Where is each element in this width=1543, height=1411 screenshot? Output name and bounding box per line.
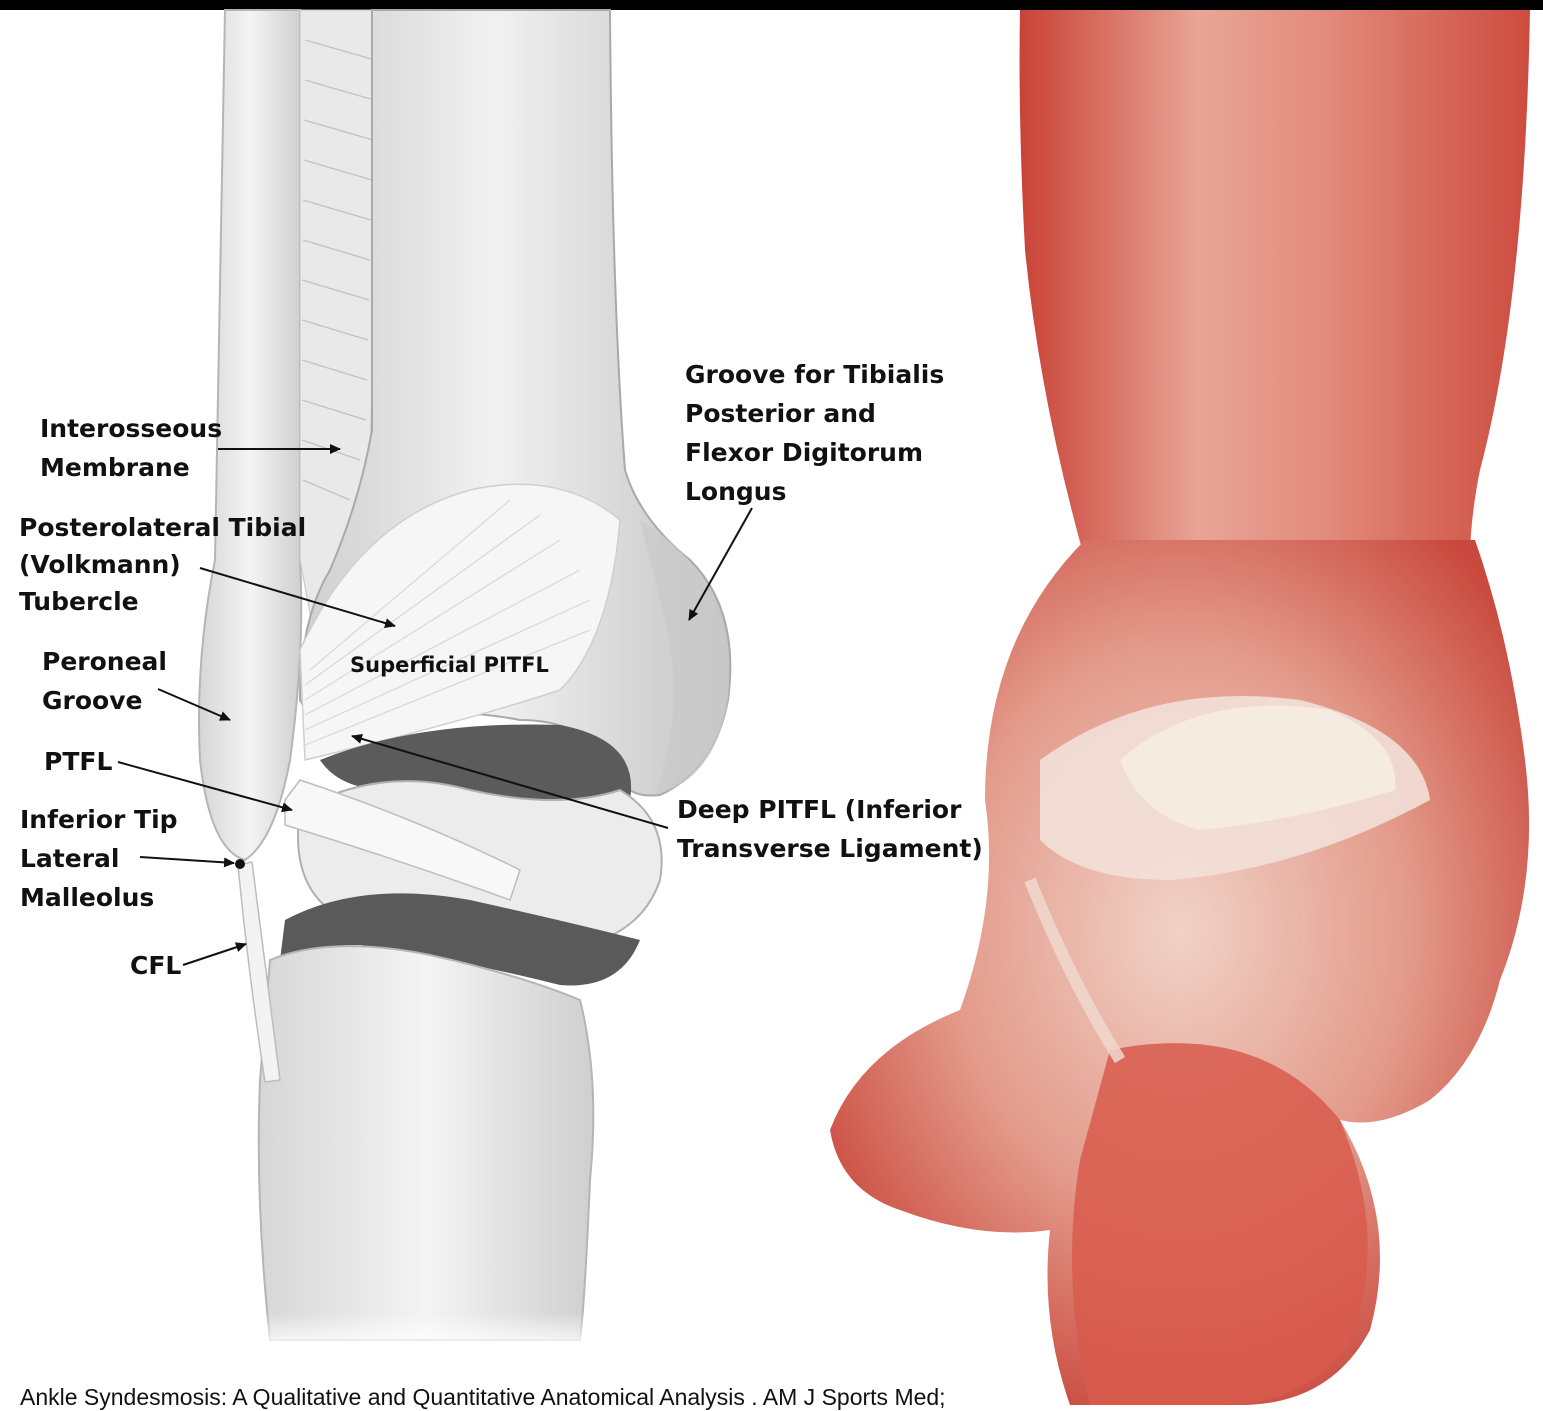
pointer-cfl (183, 944, 246, 965)
label-inferior-tip-lateral-malleolus: Inferior Tip Lateral Malleolus (20, 800, 178, 917)
pointer-groove-tibialis (689, 508, 752, 620)
label-groove-tibialis-posterior: Groove for Tibialis Posterior and Flexor… (685, 355, 944, 511)
label-deep-pitfl: Deep PITFL (Inferior Transverse Ligament… (677, 790, 983, 868)
citation-text: Ankle Syndesmosis: A Qualitative and Qua… (20, 1384, 946, 1411)
label-superficial-pitfl: Superficial PITFL (350, 646, 549, 685)
label-peroneal-groove: Peroneal Groove (42, 642, 167, 720)
cadaver-specimen-photo (830, 10, 1530, 1405)
label-interosseous-membrane: Interosseous Membrane (40, 409, 222, 487)
inferior-tip-dot (235, 859, 245, 869)
label-posterolateral-tibial-tubercle: Posterolateral Tibial (Volkmann) Tubercl… (19, 509, 306, 620)
top-border (0, 0, 1543, 10)
specimen-shaft (1020, 10, 1530, 560)
label-cfl: CFL (130, 946, 181, 985)
label-ptfl: PTFL (44, 742, 112, 781)
